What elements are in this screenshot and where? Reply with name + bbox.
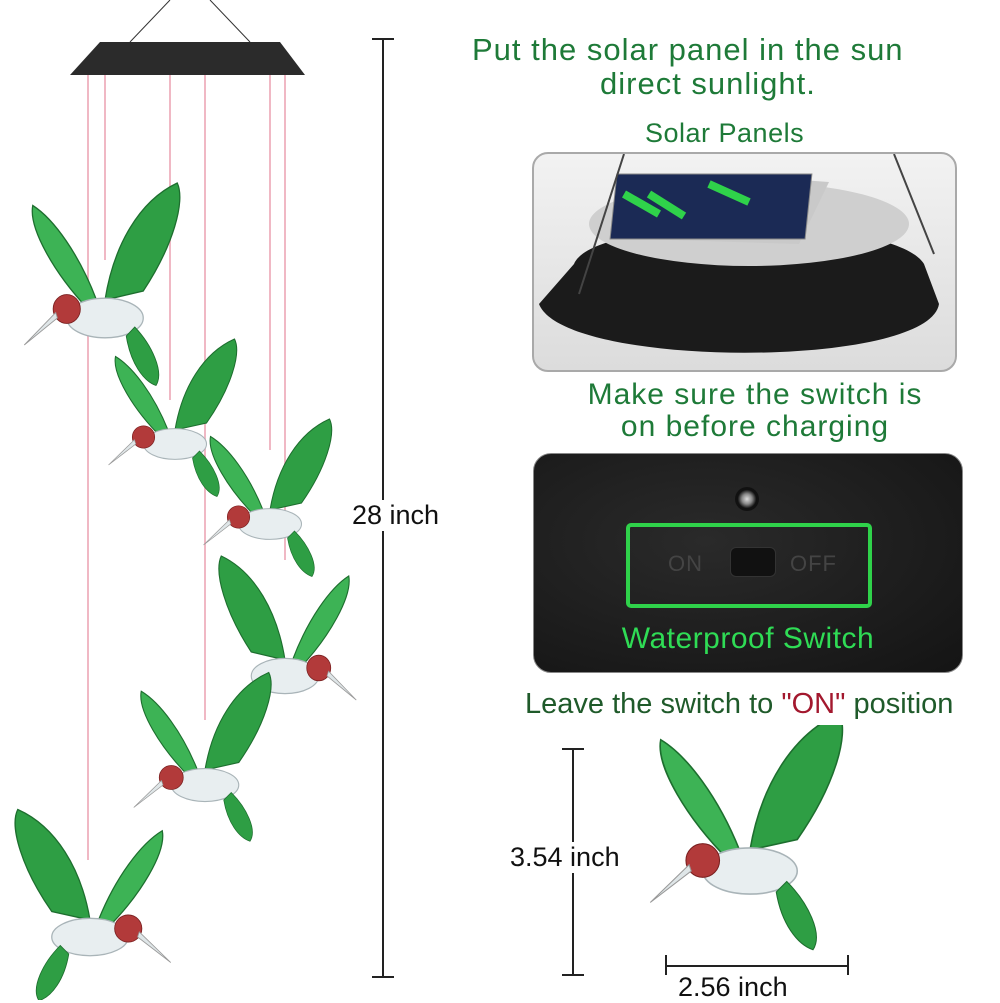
led-light-icon bbox=[735, 487, 759, 511]
bird-height-label: 3.54 inch bbox=[510, 842, 620, 873]
switch-note-line2: on before charging bbox=[620, 410, 890, 443]
wind-chime-illustration bbox=[14, 0, 357, 1000]
instruction-title-line2: direct sunlight. bbox=[600, 66, 816, 101]
instruction-title-line1: Put the solar panel in the sun bbox=[472, 32, 904, 67]
solar-panels-label: Solar Panels bbox=[645, 118, 805, 148]
hanging-wire bbox=[209, 0, 251, 43]
power-switch-toggle[interactable] bbox=[730, 547, 776, 577]
chime-strings bbox=[87, 75, 286, 860]
instruction-on-highlight: "ON" bbox=[781, 688, 846, 720]
switch-photo: ON OFF Waterproof Switch bbox=[533, 453, 963, 673]
hummingbird bbox=[23, 182, 181, 387]
sunlight-arrows-icon bbox=[622, 180, 751, 220]
ruler-cap-bottom bbox=[372, 976, 394, 978]
ruler-cap-bottom bbox=[562, 974, 584, 976]
solar-panel-photo bbox=[532, 152, 957, 372]
solar-cells bbox=[609, 173, 813, 240]
switch-instruction: Leave the switch to "ON" position bbox=[525, 688, 953, 721]
solar-lid-image bbox=[539, 154, 939, 353]
hanging-wire bbox=[129, 0, 171, 43]
switch-highlight-frame: ON OFF bbox=[626, 523, 872, 608]
bird-width-ruler bbox=[665, 965, 849, 967]
ruler-cap-right bbox=[847, 955, 849, 975]
hummingbird bbox=[133, 671, 272, 842]
on-label: ON bbox=[668, 551, 703, 576]
total-height-label: 28 inch bbox=[352, 500, 440, 531]
instruction-suffix: position bbox=[845, 688, 954, 720]
bird-width-label: 2.56 inch bbox=[678, 972, 788, 1003]
solar-lid bbox=[70, 42, 305, 75]
single-hummingbird-illustration bbox=[649, 725, 844, 951]
waterproof-switch-caption: Waterproof Switch bbox=[621, 622, 875, 655]
instruction-prefix: Leave the switch to bbox=[525, 688, 782, 720]
off-label: OFF bbox=[790, 551, 837, 576]
switch-note-line1: Make sure the switch is bbox=[587, 378, 923, 411]
hummingbird bbox=[14, 808, 172, 1000]
